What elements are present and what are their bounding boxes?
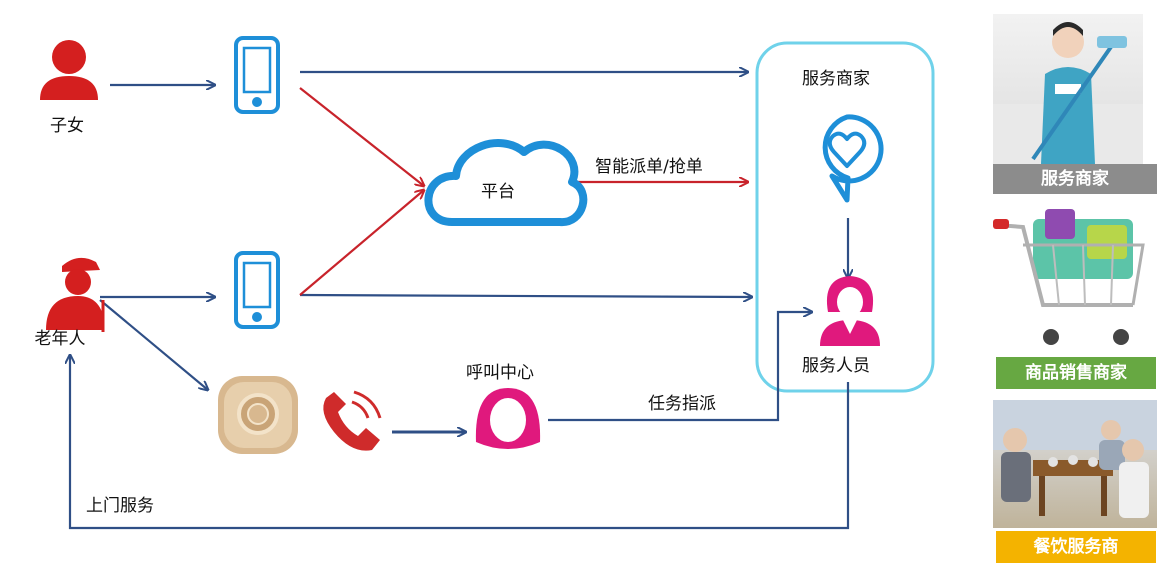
shopping-cart-photo [993, 205, 1157, 353]
home-service-label: 上门服务 [86, 496, 154, 516]
smartphone-icon [234, 251, 280, 329]
person-icon [40, 40, 98, 100]
merchant-label: 服务商家 [802, 69, 870, 89]
arrow-elderly-device [99, 299, 208, 390]
elderly-person-icon [46, 257, 105, 332]
heart-chat-icon [822, 114, 884, 203]
housekeeper-photo [993, 14, 1143, 164]
arrow-phone2-merchant [299, 295, 752, 297]
arrow-task-assign [548, 312, 812, 422]
children-label: 子女 [50, 116, 84, 136]
arrow-phone1-platform [299, 87, 424, 186]
sos-button-device-icon [218, 376, 298, 454]
task-assign-label: 任务指派 [648, 394, 716, 414]
phone-call-icon [323, 390, 382, 451]
arrow-phone2-platform [299, 190, 424, 296]
call-center-label: 呼叫中心 [466, 363, 534, 383]
dining-photo [993, 400, 1157, 528]
panel-caption: 服务商家 [993, 164, 1157, 194]
service-staff-icon [820, 276, 880, 346]
panel-caption: 商品销售商家 [996, 357, 1156, 389]
elderly-label: 老年人 [35, 329, 86, 349]
arrow-home-service [70, 355, 850, 530]
merchant-box [755, 41, 935, 393]
call-center-agent-icon [475, 388, 541, 449]
platform-label: 平台 [481, 182, 515, 202]
staff-label: 服务人员 [802, 356, 870, 376]
smartphone-icon [234, 36, 280, 114]
smart-dispatch-label: 智能派单/抢单 [595, 157, 703, 177]
panel-caption: 餐饮服务商 [996, 531, 1156, 563]
cloud-icon [424, 139, 588, 226]
